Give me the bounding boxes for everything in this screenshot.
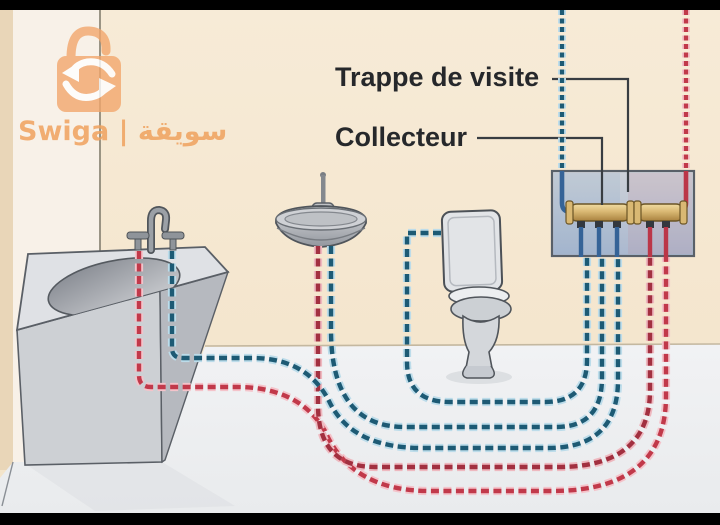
bottom-letterbox	[0, 513, 720, 525]
bathtub-cold-handle	[161, 231, 185, 251]
washbasin-faucet-stem	[321, 175, 326, 207]
bathtub	[15, 205, 235, 511]
swirl-arrowhead-left	[62, 62, 79, 82]
pointer-line-trappe	[552, 77, 630, 192]
cold-manifold	[565, 200, 635, 228]
pipe-cold-toilet	[402, 228, 592, 407]
pipe-hot-bathtub	[134, 251, 671, 496]
washbasin-inner-rim	[284, 211, 358, 227]
bag-handle	[66, 26, 111, 63]
bathtub-spout	[148, 207, 169, 253]
label-trappe-de-visite: Trappe de visite	[335, 62, 539, 92]
top-letterbox	[0, 0, 720, 10]
washbasin-belt-line	[276, 227, 366, 241]
watermark-text: Swiga | سويقة	[18, 116, 227, 147]
pointer-line-collecteur	[477, 136, 604, 205]
washbasin	[275, 172, 367, 248]
left-wall-edge	[0, 10, 13, 470]
hot-manifold	[633, 200, 688, 228]
toilet-cistern-inner	[447, 215, 497, 287]
watermark-logo	[57, 26, 121, 112]
swirl-arrowhead-right	[99, 78, 116, 98]
corner-base-line	[1, 461, 14, 507]
wall-floor-line	[204, 343, 720, 347]
bathtub-hot-handle	[126, 231, 150, 251]
pipe-cold-washbasin	[326, 246, 607, 432]
toilet-base	[462, 365, 495, 379]
pipe-cold-bathtub	[167, 251, 623, 453]
label-collecteur: Collecteur	[335, 122, 468, 152]
manifold-outlet-stubs	[578, 227, 669, 257]
toilet	[440, 209, 512, 384]
manifold-panel	[550, 169, 696, 258]
toilet-seat	[450, 296, 512, 322]
pipe-hot-washbasin	[313, 246, 655, 472]
bathtub-shadow	[27, 462, 235, 511]
